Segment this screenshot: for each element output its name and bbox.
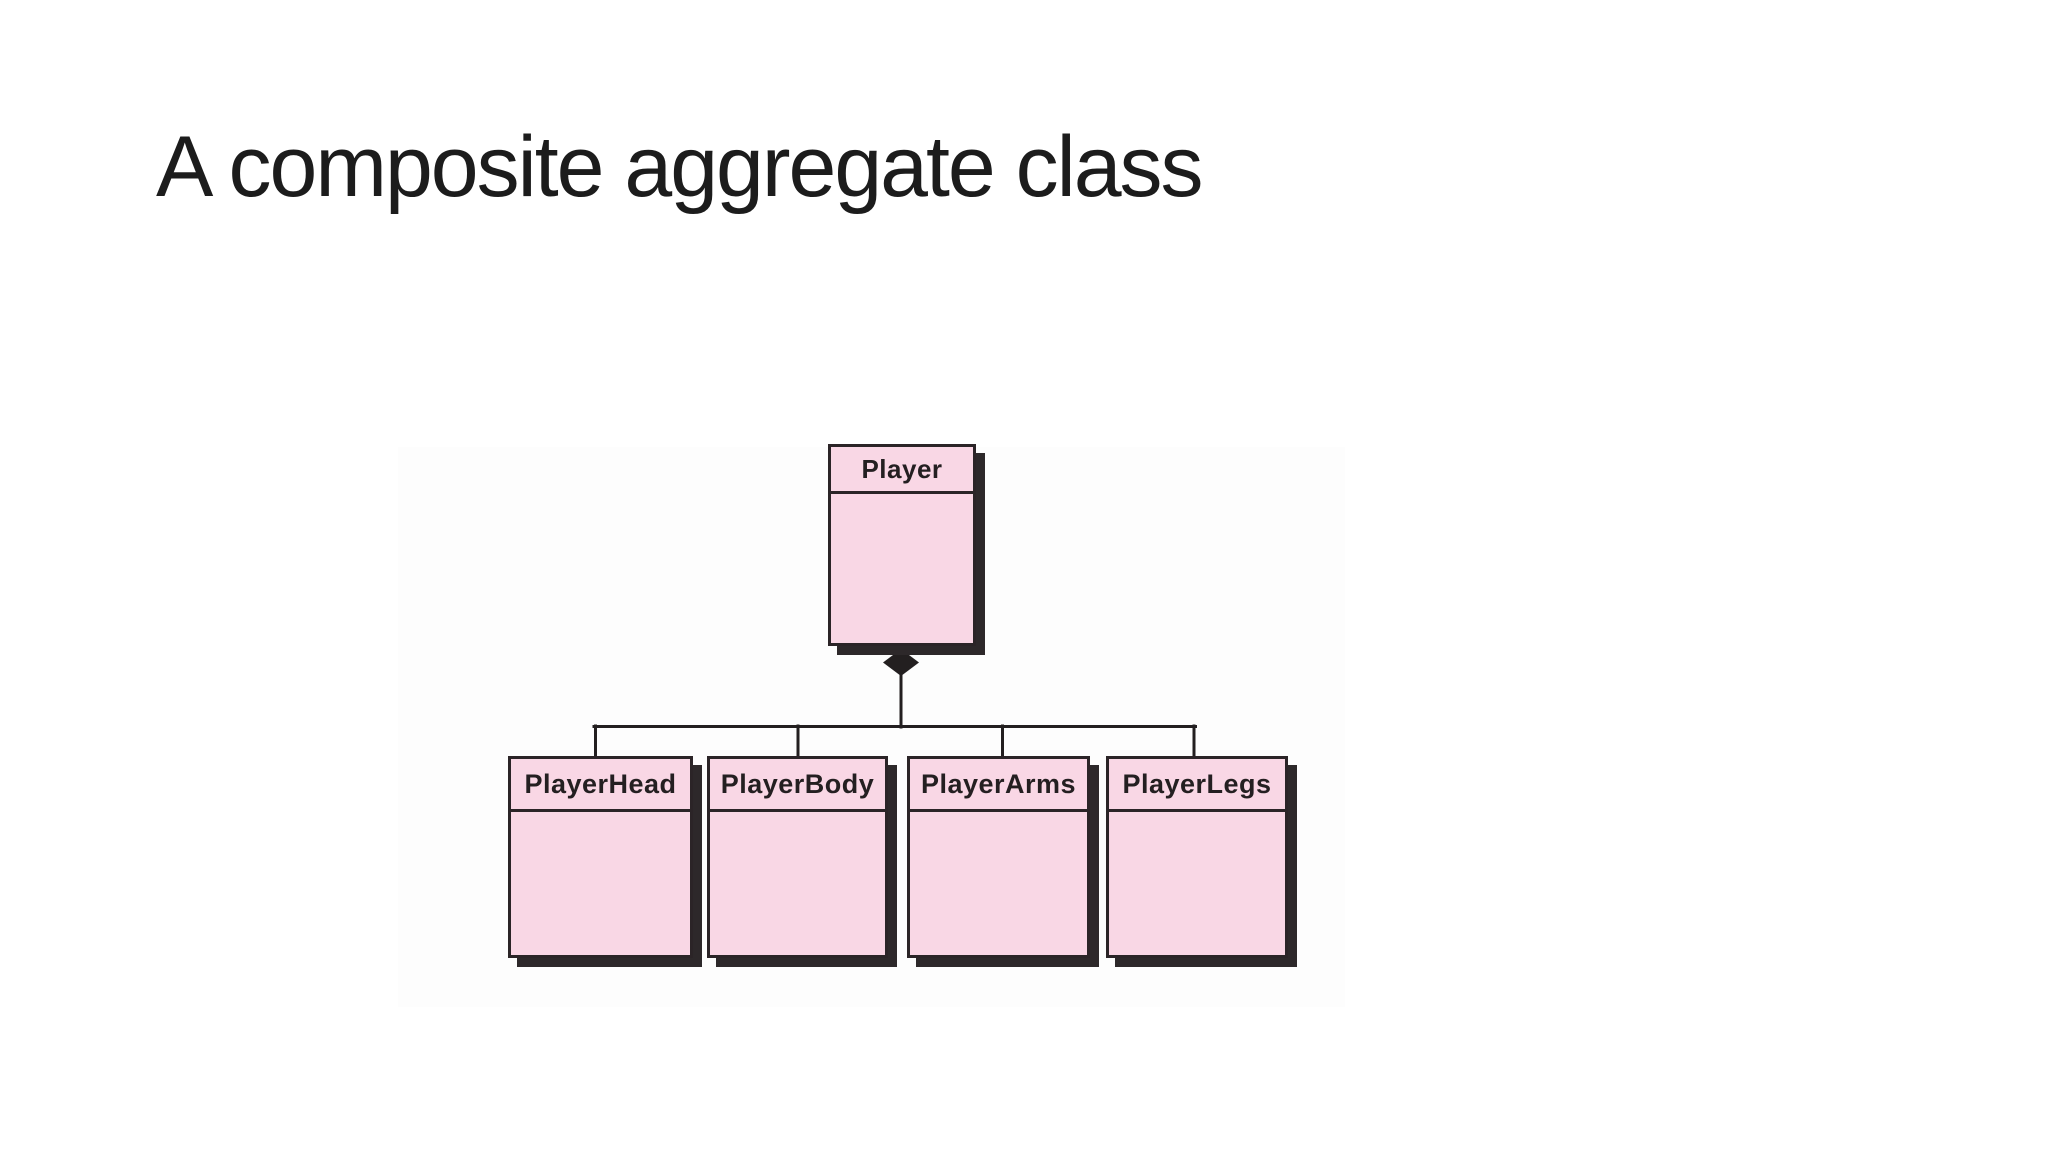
slide-title: A composite aggregate class — [156, 119, 1204, 215]
class-box-playerarms: PlayerArms — [907, 756, 1090, 958]
class-name-playerlegs: PlayerLegs — [1109, 759, 1285, 812]
class-name-playerhead: PlayerHead — [511, 759, 690, 812]
class-box-player: Player — [828, 444, 976, 646]
class-name-playerbody: PlayerBody — [710, 759, 885, 812]
class-box-playerbody: PlayerBody — [707, 756, 888, 958]
class-name-player: Player — [831, 447, 973, 494]
class-box-playerlegs: PlayerLegs — [1106, 756, 1288, 958]
class-name-playerarms: PlayerArms — [910, 759, 1087, 812]
class-box-playerhead: PlayerHead — [508, 756, 693, 958]
